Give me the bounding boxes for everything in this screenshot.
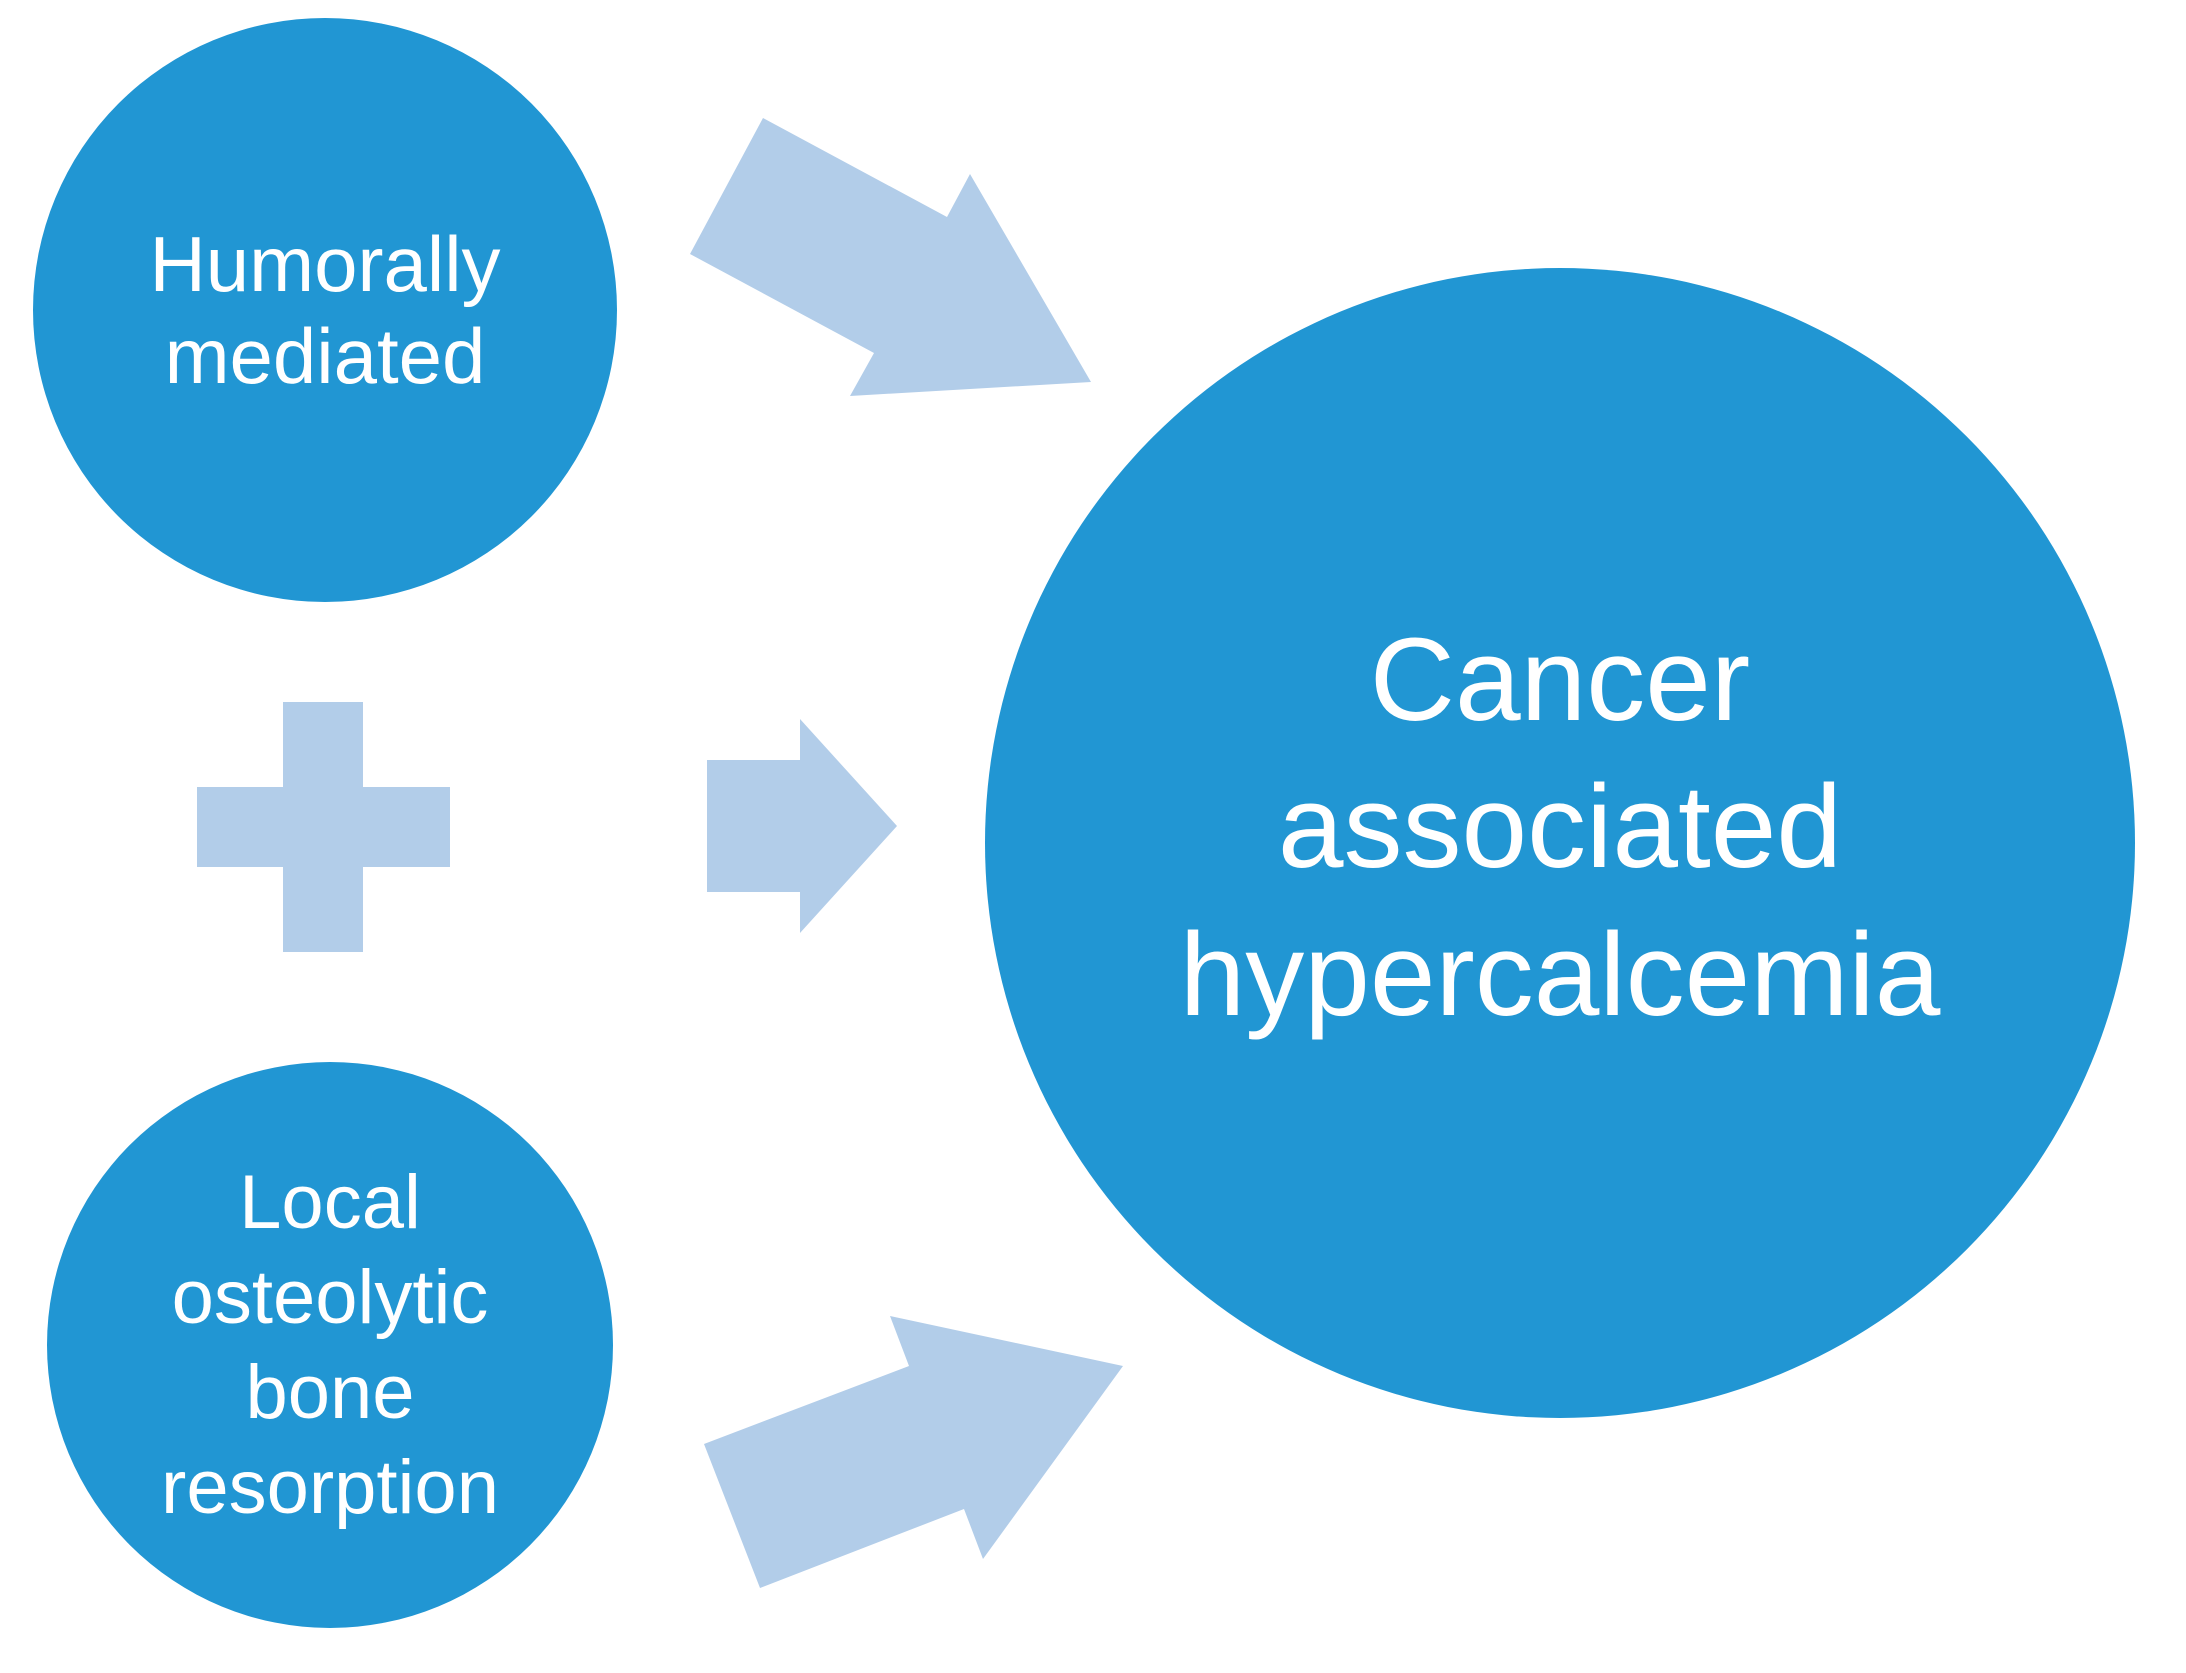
node-label-line: associated: [1277, 761, 1843, 894]
node-cancer-associated-hypercalcemia: Cancer associated hypercalcemia: [985, 268, 2135, 1418]
arrow-right-icon: [707, 719, 897, 933]
node-label-line: Local: [239, 1160, 421, 1245]
node-label-line: Humorally: [149, 219, 501, 308]
node-label-line: mediated: [164, 312, 486, 400]
node-label-line: resorption: [161, 1445, 499, 1530]
node-label-line: osteolytic: [171, 1255, 489, 1340]
arrow-up-right-icon: [704, 1316, 1123, 1588]
node-label-line: bone: [245, 1350, 415, 1435]
node-humorally-mediated: Humorally mediated: [33, 18, 617, 602]
arrow-down-right-icon: [690, 118, 1091, 396]
node-label-line: hypercalcemia: [1179, 908, 1941, 1041]
plus-icon: [197, 702, 450, 952]
node-label-line: Cancer: [1369, 613, 1751, 746]
node-local-osteolytic-bone-resorption: Local osteolytic bone resorption: [47, 1062, 613, 1628]
